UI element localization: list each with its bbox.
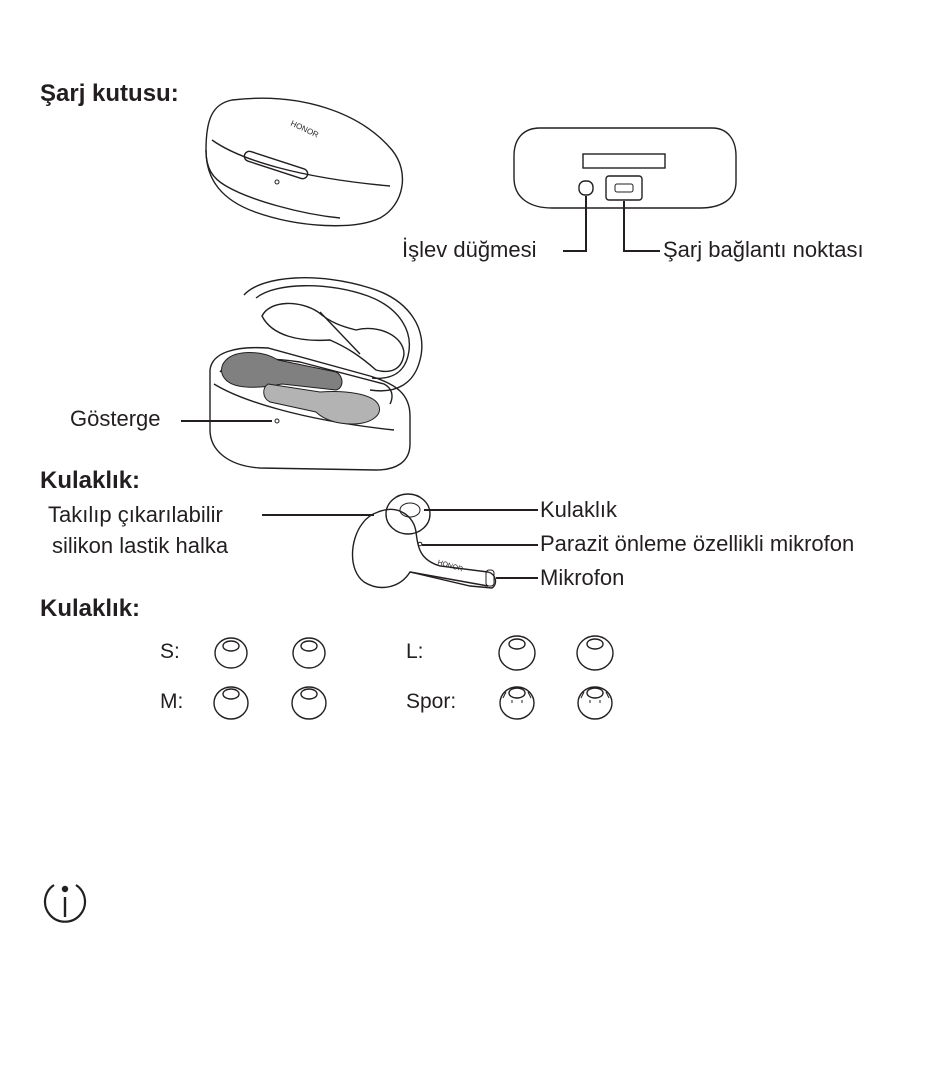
eartip-s-2 (293, 638, 325, 668)
size-sport-label: Spor: (406, 690, 456, 714)
eartip-l-1 (499, 636, 535, 670)
eartip-m-2 (292, 687, 326, 719)
ear-tip-label-line1: Takılıp çıkarılabilir (48, 502, 223, 528)
case-back-view (514, 128, 736, 251)
charging-port-label: Şarj bağlantı noktası (663, 237, 864, 263)
eartip-l-2 (577, 636, 613, 670)
earbud-label: Kulaklık (540, 497, 617, 523)
eartip-sport-1 (500, 687, 534, 719)
info-icon (42, 879, 88, 925)
earbud-brand-logo: HONOR (437, 559, 464, 573)
ear-tip-label-line2: silikon lastik halka (52, 533, 228, 559)
case-brand-logo: HONOR (289, 119, 320, 140)
closed-case-illustration: HONOR (206, 98, 402, 225)
eartip-m-1 (214, 687, 248, 719)
eartip-sport-2 (578, 687, 612, 719)
function-button-label: İşlev düğmesi (402, 237, 537, 263)
indicator-label: Gösterge (70, 406, 161, 432)
mic-label: Mikrofon (540, 565, 624, 591)
earbud-illustration: HONOR (262, 494, 538, 588)
eartip-s-1 (215, 638, 247, 668)
size-l-label: L: (406, 640, 424, 664)
size-s-label: S: (160, 640, 180, 664)
size-m-label: M: (160, 690, 183, 714)
open-case-illustration (181, 278, 422, 470)
noise-mic-label: Parazit önleme özellikli mikrofon (540, 531, 854, 557)
